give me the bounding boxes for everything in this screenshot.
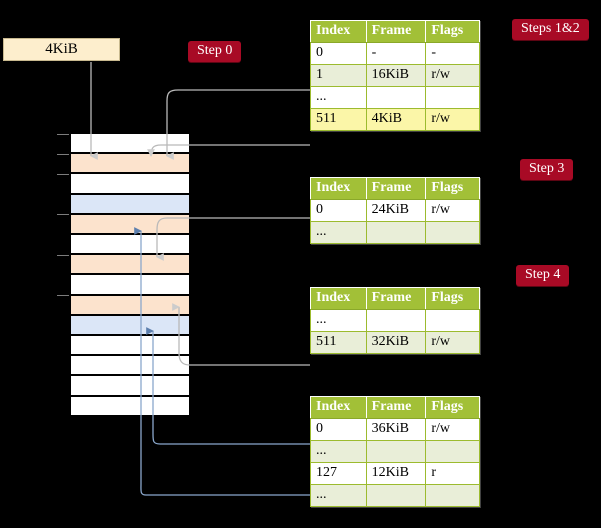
table-cell-flags [425,484,480,507]
table-cell-flags: r/w [425,199,480,222]
table-cell-flags [425,440,480,463]
table-cell-frame: 16KiB [365,64,427,87]
table-cell-index: ... [310,484,367,507]
column-header-frame: Frame [365,396,427,419]
source-frame-label: 4KiB [45,41,78,57]
source-frame-box: 4KiB [3,38,120,61]
table-row: ... [310,440,480,463]
table-cell-index: ... [310,309,367,332]
table-cell-index: ... [310,221,367,244]
table-cell-flags [425,221,480,244]
memory-tick-mark [57,214,69,216]
table-cell-index: 0 [310,42,367,65]
table-cell-index: 127 [310,462,367,485]
column-header-index: Index [310,177,367,200]
memory-frame-row [70,234,190,255]
column-header-flags: Flags [425,177,480,200]
table-cell-flags: r/w [425,64,480,87]
table-cell-frame [365,309,427,332]
table-row: ... [310,221,480,244]
memory-frame-row [70,193,190,214]
table-cell-index: 0 [310,418,367,441]
memory-frame-row [70,335,190,356]
column-header-frame: Frame [365,287,427,310]
badge-step-4: Step 4 [516,265,570,287]
table-cell-flags: r/w [425,331,480,354]
table-cell-flags [425,86,480,109]
wire-l2-row511 [172,303,310,366]
table-cell-index: 1 [310,64,367,87]
memory-tick-mark [57,254,69,256]
table-cell-frame: 24KiB [365,199,427,222]
table-cell-frame: 36KiB [365,418,427,441]
memory-frame-row [70,314,190,335]
memory-tick-mark [57,295,69,297]
memory-frame-row [70,153,190,174]
memory-frame-row [70,133,190,154]
memory-tick-mark [57,173,69,175]
column-header-index: Index [310,396,367,419]
column-header-index: Index [310,287,367,310]
table-cell-index: ... [310,86,367,109]
table-cell-frame [365,86,427,109]
table-row: 0-- [310,42,480,65]
column-header-flags: Flags [425,20,480,43]
badge-step-3: Step 3 [520,159,574,181]
table-cell-index: 0 [310,199,367,222]
memory-frame-row [70,213,190,234]
memory-frame-row [70,355,190,376]
badge-steps-1-2: Steps 1&2 [512,19,589,41]
table-cell-flags: r/w [425,418,480,441]
memory-tick-mark [57,153,69,155]
table-row: ... [310,484,480,507]
table-cell-frame: - [365,42,427,65]
memory-frame-row [70,395,190,416]
table-cell-index: ... [310,440,367,463]
column-header-index: Index [310,20,367,43]
column-header-frame: Frame [365,177,427,200]
table-cell-flags: r/w [425,108,480,131]
table-cell-flags: - [425,42,480,65]
table-cell-frame: 4KiB [365,108,427,131]
column-header-frame: Frame [365,20,427,43]
table-cell-frame [365,484,427,507]
table-cell-frame [365,221,427,244]
table-cell-flags [425,309,480,332]
memory-frame-row [70,375,190,396]
memory-tick-mark [57,133,69,135]
memory-frame-row [70,294,190,315]
physical-memory-column [57,133,190,416]
table-row: ... [310,309,480,332]
table-cell-frame [365,440,427,463]
memory-frame-row [70,254,190,275]
table-cell-index: 511 [310,331,367,354]
column-header-flags: Flags [425,396,480,419]
memory-frame-row [70,173,190,194]
table-cell-frame: 32KiB [365,331,427,354]
table-cell-flags: r [425,462,480,485]
column-header-flags: Flags [425,287,480,310]
badge-step-0: Step 0 [188,41,242,63]
table-cell-index: 511 [310,108,367,131]
table-row: ... [310,86,480,109]
table-cell-frame: 12KiB [365,462,427,485]
memory-frame-row [70,274,190,295]
